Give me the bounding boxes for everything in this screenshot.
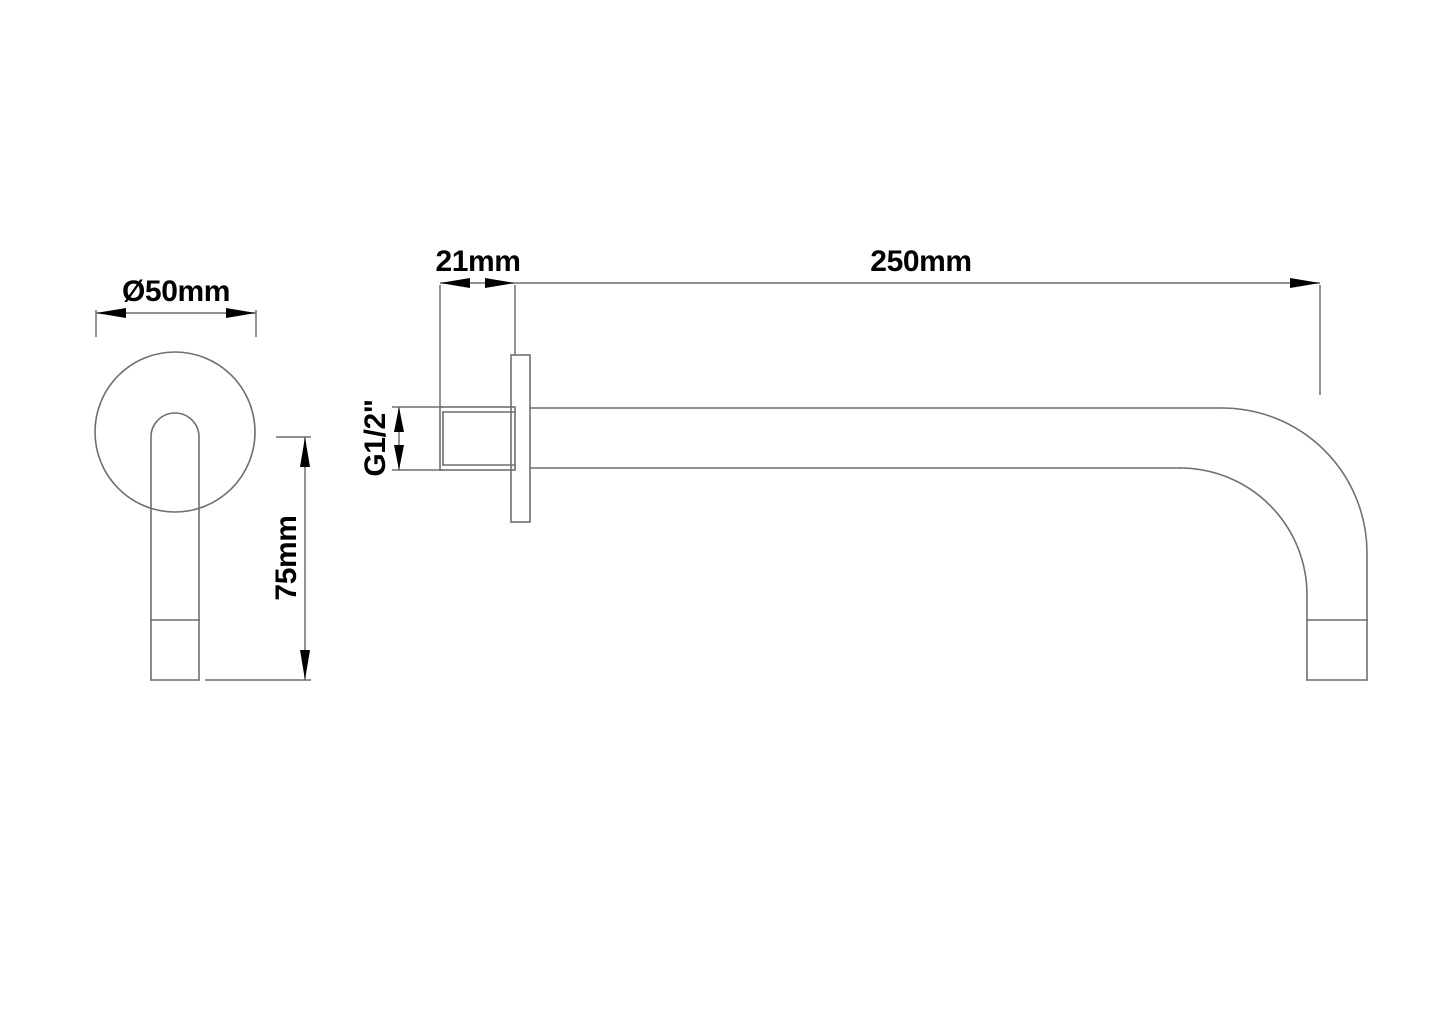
dim-arrow-top bbox=[394, 407, 404, 432]
front-view-geometry bbox=[94, 351, 256, 681]
dim-label-depth-21: 21mm bbox=[435, 245, 520, 278]
dimension-depth-21: 21mm bbox=[435, 245, 521, 407]
dimension-diameter-50: Ø50mm bbox=[95, 275, 257, 337]
dim-arrow-bottom bbox=[394, 445, 404, 470]
dim-arrow-left bbox=[96, 308, 126, 318]
flange-circle-outline bbox=[94, 351, 256, 513]
dim-arrow-right bbox=[1290, 278, 1320, 288]
dim-arrow-right bbox=[485, 278, 515, 288]
dim-label-diameter-50: Ø50mm bbox=[122, 275, 230, 308]
dim-label-height-75: 75mm bbox=[270, 515, 303, 600]
threaded-inlet-outer bbox=[439, 406, 516, 471]
wall-flange-plate bbox=[510, 354, 531, 523]
dim-label-thread-size: G1/2" bbox=[359, 399, 392, 476]
elbow-inner-curve bbox=[1179, 467, 1308, 681]
dim-arrow-bottom bbox=[300, 650, 310, 680]
dim-arrow-left bbox=[440, 278, 470, 288]
side-view-geometry bbox=[439, 354, 1368, 681]
elbow-outer-curve bbox=[1221, 407, 1368, 681]
dimension-height-75: 75mm bbox=[205, 436, 311, 681]
dimension-thread-size: G1/2" bbox=[359, 399, 443, 477]
dim-arrow-top bbox=[300, 437, 310, 467]
pipe-body-outline bbox=[150, 412, 200, 681]
dim-arrow-right bbox=[226, 308, 256, 318]
dim-label-length-250: 250mm bbox=[870, 245, 971, 278]
dimension-length-250: 250mm bbox=[515, 245, 1321, 395]
